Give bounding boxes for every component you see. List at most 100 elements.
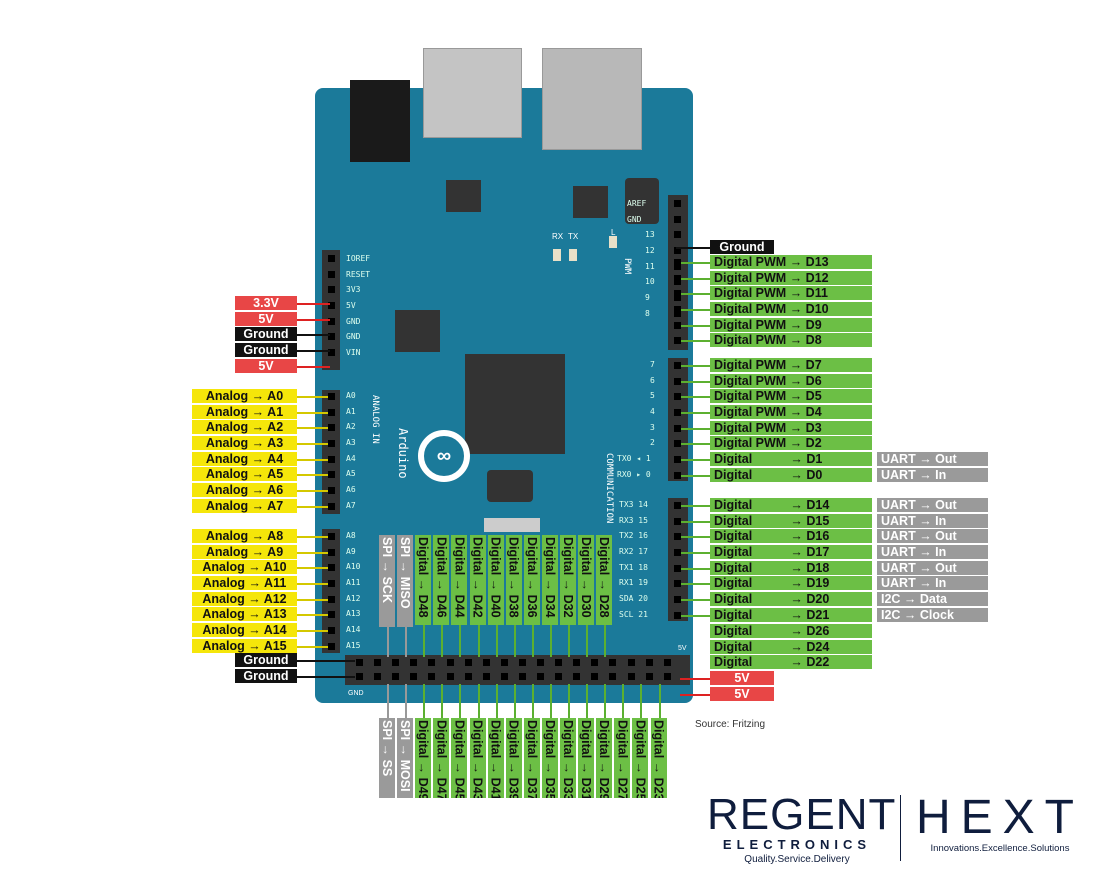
digital-pwm-label: Digital PWM → D9 — [710, 317, 872, 332]
digital-pwm-label: Digital PWM → D11 — [710, 286, 872, 301]
usb-b-port — [542, 48, 642, 150]
power-label: 5V — [235, 358, 297, 373]
header-pin — [410, 659, 418, 666]
vertical-pin-label: Digital → D25 — [632, 718, 649, 798]
regent-tagline: Quality.Service.Delivery — [744, 854, 850, 865]
pin-wire — [658, 684, 661, 718]
comm-function-label: UART → Out — [877, 529, 988, 544]
vertical-pin-label: Digital → D28 — [596, 535, 613, 625]
source-credit: Source: Fritzing — [695, 719, 766, 730]
comm-function-label: UART → Out — [877, 498, 988, 512]
logo-divider — [900, 795, 901, 861]
pin-label: TX0 ◂ 1 — [617, 453, 651, 463]
header-pin — [663, 673, 671, 680]
digital-label: Digital → D14 — [710, 498, 872, 512]
header-pin — [674, 502, 681, 509]
pin-wire — [676, 427, 710, 430]
digital-label: Digital PWM → D2 — [710, 436, 872, 451]
header-pin — [674, 595, 681, 603]
header-pin — [674, 455, 681, 463]
header-pin — [663, 659, 671, 666]
pin-label: VIN — [346, 347, 361, 357]
pin-wire — [423, 684, 426, 718]
header-pin — [518, 659, 526, 666]
vertical-pin-label: Digital → D27 — [614, 718, 631, 798]
header-pin — [328, 455, 335, 463]
vertical-pin-label: Digital → D46 — [433, 535, 450, 625]
ground-label: Ground — [235, 653, 297, 667]
pin-wire — [405, 684, 408, 718]
comm-function-label: UART → In — [877, 544, 988, 559]
pin-label: 5V — [346, 300, 356, 310]
header-pin — [328, 270, 335, 278]
pin-label: A5 — [346, 469, 356, 479]
arduino-logo: ∞ — [418, 430, 470, 482]
header-pin — [500, 673, 508, 680]
pin-wire — [297, 675, 355, 678]
pin-wire — [622, 684, 625, 718]
header-pin — [674, 215, 681, 223]
pin-label: 2 — [650, 438, 655, 448]
vertical-pin-label: Digital → D41 — [487, 718, 504, 798]
digital-label: Digital → D19 — [710, 576, 872, 591]
pin-wire — [680, 693, 710, 696]
header-pin — [518, 673, 526, 680]
header-pin — [328, 286, 335, 294]
pin-wire — [297, 505, 330, 508]
pin-wire — [405, 625, 408, 657]
electronics-wordmark: ELECTRONICS — [722, 837, 872, 852]
header-pin — [328, 626, 335, 634]
vertical-pin-label: Digital → D49 — [415, 718, 432, 798]
header-pin — [674, 564, 681, 572]
vertical-pin-label: Digital → D33 — [560, 718, 576, 798]
header-pin — [374, 659, 382, 666]
bottom-gnd-label: GND — [348, 690, 364, 697]
pin-label: A7 — [346, 500, 356, 510]
l-led — [609, 236, 617, 248]
vertical-pin-label: SPI → SS — [379, 718, 395, 798]
header-pin — [428, 673, 436, 680]
pin-label: A15 — [346, 640, 361, 650]
pin-wire — [297, 349, 330, 352]
header-pin — [674, 259, 681, 266]
header-pin — [674, 471, 681, 479]
analog-label: Analog → A8 — [192, 529, 297, 543]
header-pin — [674, 231, 681, 239]
pin-wire — [441, 684, 444, 718]
header-pin — [356, 673, 363, 680]
tx-led-label: TX — [568, 232, 579, 241]
pin-label: 10 — [645, 277, 655, 287]
pin-wire — [676, 324, 710, 327]
header-pin — [674, 440, 681, 448]
pin-wire — [297, 567, 330, 570]
pin-wire — [297, 551, 330, 554]
vertical-pin-label: Digital → D31 — [578, 718, 595, 798]
pin-label: A3 — [346, 437, 356, 447]
vertical-pin-label: Digital → D38 — [505, 535, 522, 625]
vertical-pin-label: SPI → MOSI — [397, 718, 414, 798]
pin-wire — [297, 582, 330, 585]
pin-label: GND — [346, 316, 361, 326]
analog-label: Analog → A4 — [192, 451, 297, 466]
header-pin — [328, 255, 335, 262]
digital-pwm-label: Digital PWM → D12 — [710, 270, 872, 285]
pin-label: A10 — [346, 562, 361, 572]
communication-text: COMMUNICATION — [604, 453, 614, 524]
power-label: 3.3V — [235, 296, 297, 310]
header-pin — [374, 673, 382, 680]
digital-label: Digital → D18 — [710, 560, 872, 575]
analog-in-text: ANALOG IN — [370, 395, 380, 444]
header-pin — [328, 301, 335, 309]
header-pin — [410, 673, 418, 680]
comm-function-label: I2C → Data — [877, 591, 988, 606]
pin-label: GND — [627, 214, 642, 224]
analog-label: Analog → A12 — [192, 591, 297, 606]
pin-wire — [459, 625, 462, 657]
pin-wire — [513, 625, 516, 657]
comm-function-label: UART → Out — [877, 560, 988, 575]
pin-wire — [676, 308, 710, 311]
pin-label: A9 — [346, 546, 356, 556]
digital-label: Digital PWM → D3 — [710, 420, 872, 435]
header-pin — [328, 393, 335, 400]
digital-label: Digital → D0 — [710, 467, 872, 482]
